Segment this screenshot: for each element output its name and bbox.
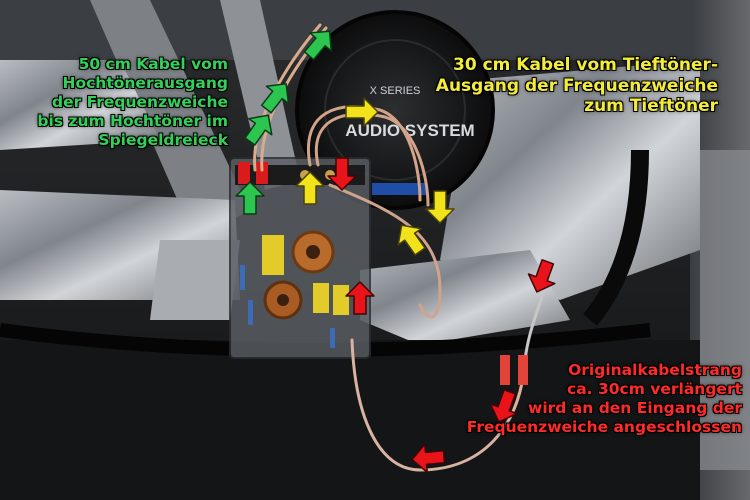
green-arrow-icon — [235, 181, 265, 215]
caption-line: zum Tieftöner — [584, 96, 718, 117]
caption-line: ca. 30cm verlängert — [567, 379, 742, 398]
red-arrow-icon — [489, 389, 518, 423]
red-arrow-icon — [411, 443, 446, 474]
caption-line: Ausgang der Frequenzweiche — [435, 75, 718, 96]
green-arrow-icon — [260, 83, 290, 114]
yellow-arrow-icon — [425, 190, 455, 224]
caption-line: Originalkabelstrang — [568, 361, 742, 379]
tweeter-cable-caption: 50 cm Kabel vom Hochtönerausgang der Fre… — [6, 55, 228, 150]
harness-caption: Originalkabelstrang ca. 30cm verlängert … — [404, 361, 742, 437]
caption-line: Frequenzweiche angeschlossen — [466, 417, 742, 436]
metal-strut — [90, 0, 250, 240]
lower-door-trim — [0, 340, 700, 500]
yellow-arrow-icon — [295, 171, 325, 205]
woofer-cable-caption: 30 cm Kabel vom Tieftöner- Ausgang der F… — [404, 55, 718, 117]
metal-strut — [220, 0, 300, 190]
caption-line: Spiegeldreieck — [98, 130, 228, 149]
caption-line: 50 cm Kabel vom — [78, 55, 228, 73]
annotation-arrows — [235, 30, 556, 474]
caption-line: Hochtönerausgang — [62, 73, 229, 92]
yellow-arrow-icon — [345, 97, 379, 127]
speaker-brand-label: AUDIO SYSTEM — [345, 121, 474, 140]
caption-line: 30 cm Kabel vom Tieftöner- — [453, 55, 718, 75]
speaker-terminal — [372, 183, 427, 195]
capacitor — [313, 283, 329, 313]
speaker-series-label: X SERIES — [370, 85, 421, 97]
red-arrow-icon — [345, 281, 375, 315]
caption-line: wird an den Eingang der — [528, 398, 742, 417]
yellow-arrow-icon — [397, 224, 426, 256]
capacitor — [262, 235, 284, 275]
caption-line: bis zum Hochtöner im — [37, 111, 228, 130]
caption-line: der Frequenzweiche — [52, 92, 228, 111]
capacitor — [333, 285, 349, 315]
red-arrow-icon — [527, 259, 556, 293]
green-arrow-icon — [244, 114, 273, 146]
red-arrow-icon — [327, 157, 357, 191]
green-arrow-icon — [303, 30, 333, 61]
